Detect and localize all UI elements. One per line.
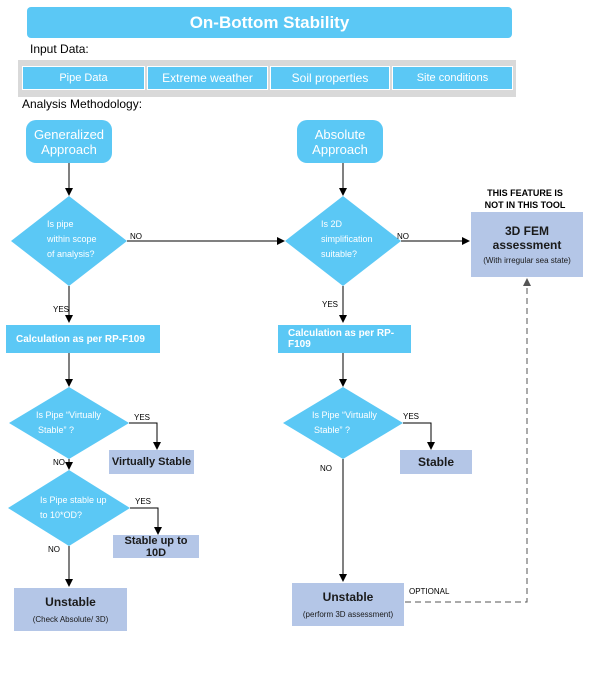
connector-line (403, 422, 435, 450)
decision-10od-diamond (8, 470, 130, 546)
optional-dashed-connector (405, 278, 531, 603)
virtually-stable-box: Virtually Stable (109, 450, 194, 474)
edge-label-yes: YES (322, 300, 339, 309)
stable-box: Stable (400, 450, 472, 474)
tab-pipe-data[interactable]: Pipe Data (22, 66, 145, 90)
input-data-label: Input Data: (30, 42, 89, 56)
absolute-line1: Absolute (314, 126, 366, 142)
10od-question: Is Pipe stable up to 10*OD? (40, 495, 107, 520)
tab-soil-properties[interactable]: Soil properties (270, 66, 390, 90)
decision-virtual-diamond-right (283, 387, 403, 459)
edge-label-yes: YES (53, 305, 70, 314)
calc-box-left: Calculation as per RP-F109 (6, 325, 160, 353)
edge-label-no: NO (48, 545, 60, 554)
feature-note: THIS FEATURE IS NOT IN THIS TOOL (484, 188, 566, 210)
edge-label-yes: YES (135, 497, 152, 506)
connector-line (129, 422, 161, 450)
virtual-question-left: Is Pipe “Virtually Stable” ? (36, 410, 101, 435)
2d-question: Is 2D simplification suitable? (321, 219, 373, 259)
analysis-methodology-label: Analysis Methodology: (22, 97, 143, 111)
edge-label-no: NO (320, 464, 332, 473)
page-title: On-Bottom Stability (189, 12, 350, 32)
edge-label-no: NO (397, 232, 409, 241)
generalized-line2: Approach (41, 141, 97, 157)
decision-2d-diamond (285, 196, 401, 286)
edge-label-yes: YES (134, 413, 151, 422)
edge-label-yes: YES (403, 412, 420, 421)
absolute-approach-box: Absolute Approach (297, 120, 383, 163)
unstable-box-right: Unstable (perform 3D assessment) (292, 583, 404, 626)
3d-fem-box: 3D FEM assessment (With irregular sea st… (471, 212, 583, 277)
edge-label-no: NO (130, 232, 142, 241)
absolute-line2: Approach (312, 141, 368, 157)
calc-box-right: Calculation as per RP-F109 (278, 325, 411, 353)
generalized-line1: Generalized (33, 126, 105, 142)
edge-label-optional: OPTIONAL (409, 587, 450, 596)
edge-label-no: NO (53, 458, 65, 467)
scope-question: Is pipe within scope of analysis? (47, 219, 97, 259)
decision-virtual-diamond-left (9, 387, 129, 459)
tab-extreme-weather[interactable]: Extreme weather (147, 66, 268, 90)
unstable-box-left: Unstable (Check Absolute/ 3D) (14, 588, 127, 631)
page-title-banner: On-Bottom Stability (27, 7, 512, 38)
decision-scope-diamond (11, 196, 127, 286)
virtual-question-right: Is Pipe “Virtually Stable” ? (312, 410, 377, 435)
stable-10d-box: Stable up to 10D (113, 535, 199, 559)
connector-line (130, 507, 162, 535)
tab-site-conditions[interactable]: Site conditions (392, 66, 513, 90)
generalized-approach-box: Generalized Approach (26, 120, 112, 163)
